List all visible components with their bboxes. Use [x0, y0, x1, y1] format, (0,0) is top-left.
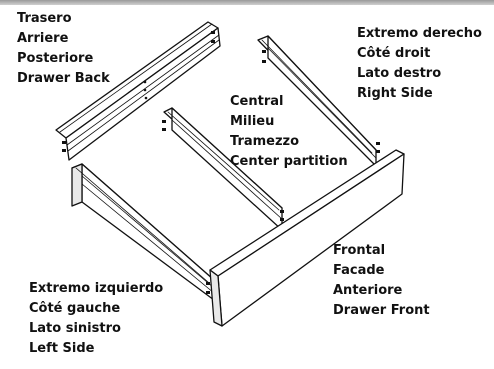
label-it: Posteriore	[17, 51, 94, 66]
label-es: Trasero	[17, 11, 72, 26]
label-en: Drawer Back	[17, 71, 110, 86]
label-en: Center partition	[230, 154, 348, 169]
label-en: Drawer Front	[333, 303, 430, 318]
right-side-label: Extremo derecho Côté droit Lato destro R…	[357, 24, 482, 104]
dowel-pins	[162, 120, 284, 221]
label-it: Lato destro	[357, 66, 442, 81]
center-partition-label: Central Milieu Tramezzo Center partition	[230, 92, 348, 172]
label-it: Tramezzo	[230, 134, 300, 149]
left-side-panel	[71, 163, 215, 301]
drawer-back-label: Trasero Arriere Posteriore Drawer Back	[17, 9, 110, 89]
label-fr: Facade	[333, 263, 385, 278]
label-fr: Arriere	[17, 31, 69, 46]
label-en: Right Side	[357, 86, 433, 101]
label-it: Anteriore	[333, 283, 403, 298]
drawer-front-panel	[209, 149, 405, 327]
drawer-back-panel	[55, 21, 221, 161]
top-edge-bar	[0, 0, 494, 5]
dowel-pins	[206, 282, 210, 294]
label-es: Extremo derecho	[357, 26, 482, 41]
label-es: Frontal	[333, 243, 386, 258]
dowel-pins	[62, 31, 215, 152]
label-fr: Côté droit	[357, 46, 431, 61]
right-side-panel	[257, 35, 380, 167]
drawer-front-label: Frontal Facade Anteriore Drawer Front	[333, 241, 430, 321]
label-it: Lato sinistro	[29, 321, 121, 336]
dowel-pins	[262, 50, 380, 153]
label-es: Extremo izquierdo	[29, 281, 164, 296]
left-side-label: Extremo izquierdo Côté gauche Lato sinis…	[29, 279, 163, 359]
label-fr: Côté gauche	[29, 301, 121, 316]
label-en: Left Side	[29, 341, 95, 356]
label-fr: Milieu	[230, 114, 275, 129]
label-es: Central	[230, 94, 284, 109]
